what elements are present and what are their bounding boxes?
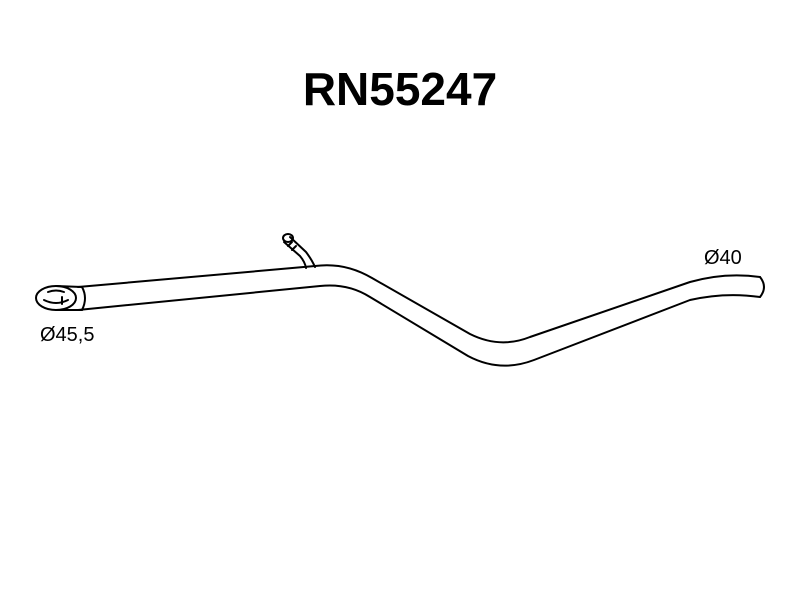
inlet-diameter-label: Ø45,5 bbox=[40, 324, 95, 346]
pipe-outlet-end bbox=[759, 276, 765, 298]
pipe-inlet-slot bbox=[47, 289, 65, 293]
sensor-bracket-tip bbox=[282, 233, 294, 243]
pipe-inlet-collar bbox=[81, 286, 86, 311]
outlet-diameter-label: Ø40 bbox=[704, 247, 742, 269]
pipe-inlet-flare-top bbox=[55, 285, 83, 288]
pipe-upper-edge bbox=[77, 264, 761, 344]
sensor-bracket-outline bbox=[289, 236, 316, 268]
pipe-lower-edge bbox=[77, 284, 761, 367]
sensor-bracket-outline bbox=[283, 241, 307, 269]
sensor-bracket-thread bbox=[291, 245, 297, 251]
sensor-bracket-thread bbox=[287, 241, 293, 247]
pipe-inlet-slot bbox=[43, 299, 69, 304]
part-number-title: RN55247 bbox=[302, 63, 498, 115]
